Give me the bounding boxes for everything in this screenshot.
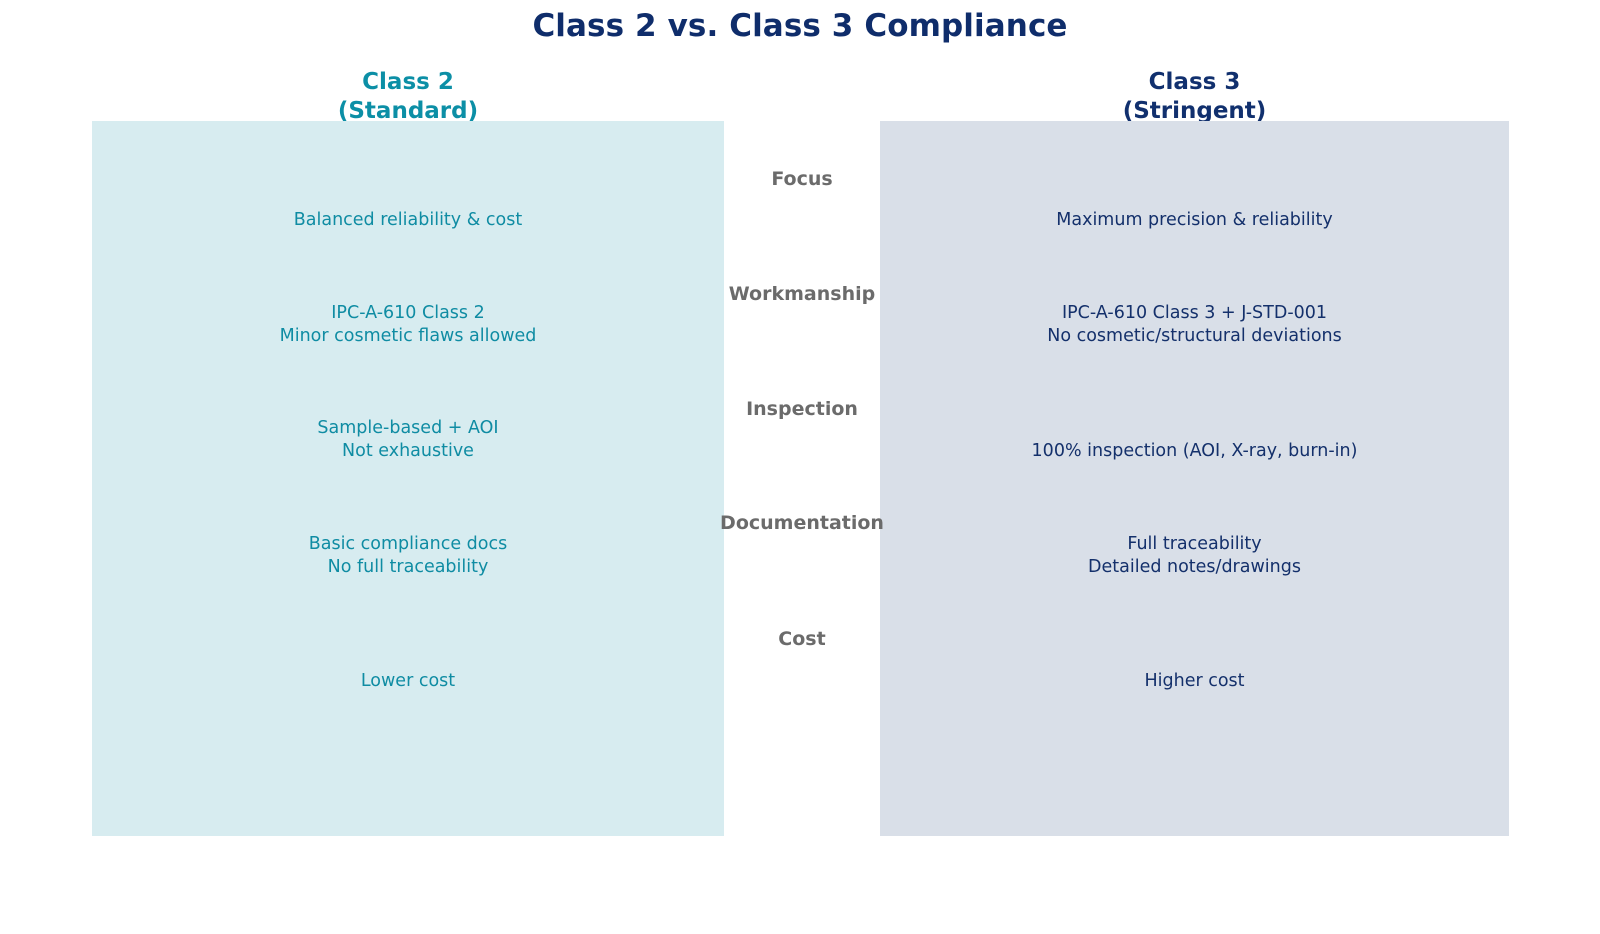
column-header-class-3: Class 3 (Stringent) xyxy=(1122,69,1267,124)
cell-class-3-inspection: 100% inspection (AOI, X-ray, burn-in) xyxy=(1031,441,1358,461)
panel-class-2 xyxy=(92,121,724,836)
column-header-class-2: Class 2 (Standard) xyxy=(337,69,479,124)
cell-class-2-workmanship: IPC-A-610 Class 2 Minor cosmetic flaws a… xyxy=(279,303,537,346)
row-label-focus: Focus xyxy=(771,168,833,190)
cell-class-3-cost: Higher cost xyxy=(1144,671,1245,691)
cell-class-2-documentation: Basic compliance docs No full traceabili… xyxy=(308,534,508,577)
row-label-inspection: Inspection xyxy=(746,398,858,420)
row-label-documentation: Documentation xyxy=(720,512,884,534)
cell-class-3-focus: Maximum precision & reliability xyxy=(1056,210,1333,230)
cell-class-2-inspection: Sample-based + AOI Not exhaustive xyxy=(317,418,499,461)
row-label-cost: Cost xyxy=(778,628,826,650)
cell-class-2-focus: Balanced reliability & cost xyxy=(293,210,523,230)
cell-class-3-documentation: Full traceability Detailed notes/drawing… xyxy=(1088,534,1301,577)
cell-class-3-workmanship: IPC-A-610 Class 3 + J-STD-001 No cosmeti… xyxy=(1047,303,1342,346)
row-label-workmanship: Workmanship xyxy=(728,283,876,305)
page-title: Class 2 vs. Class 3 Compliance xyxy=(532,8,1068,44)
cell-class-2-cost: Lower cost xyxy=(360,671,456,691)
panel-class-3 xyxy=(880,121,1509,836)
